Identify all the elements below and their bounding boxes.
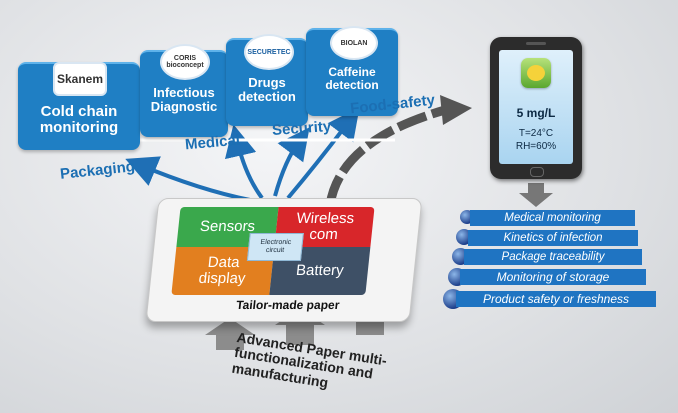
tile-label-line1: Cold chain <box>40 103 118 120</box>
tile-label-line2: Diagnostic <box>150 98 218 114</box>
tile-infectious: CORIS bioconcept Infectious Diagnostic <box>140 44 228 137</box>
tile-drugs: SECURETEC Drugs detection <box>226 34 308 126</box>
tile-caffeine: BIOLAN Caffeine detection <box>306 26 398 116</box>
skanem-logo: Skanem <box>53 62 107 96</box>
tile-label-line2: monitoring <box>39 118 119 136</box>
tile-label-line2: detection <box>238 88 296 104</box>
app-item-storage: Monitoring of storage <box>460 269 646 285</box>
humidity-value: RH=60% <box>515 141 557 152</box>
paper-label: Tailor-made paper <box>235 298 341 312</box>
reading-value: 5 mg/L <box>516 106 556 120</box>
app-item-traceability: Package traceability <box>464 249 642 265</box>
home-button <box>530 167 544 177</box>
smartphone: 5 mg/L T=24°C RH=60% <box>490 37 582 179</box>
app-item-kinetics: Kinetics of infection <box>468 230 638 246</box>
electronic-circuit-block: Electronic circuit <box>246 233 304 261</box>
phone-speaker <box>526 42 546 45</box>
tile-label-line2: detection <box>325 77 379 92</box>
phone-screen: 5 mg/L T=24°C RH=60% <box>499 50 573 164</box>
tile-label-line1: Infectious <box>153 85 215 100</box>
app-item-medical-monitoring: Medical monitoring <box>470 210 635 226</box>
app-icon <box>521 58 551 88</box>
tailor-made-paper-chip: Sensors Wireless com Data display Batter… <box>145 198 423 322</box>
securetec-logo: SECURETEC <box>244 34 294 70</box>
coris-logo: CORIS bioconcept <box>160 44 210 80</box>
tile-label-line1: Drugs <box>248 75 286 90</box>
temperature-value: T=24°C <box>518 128 554 139</box>
tile-label-line1: Caffeine <box>328 65 376 79</box>
tile-cold-chain: Skanem Cold chain monitoring <box>18 62 140 150</box>
biolan-logo: BIOLAN <box>330 26 378 60</box>
app-item-safety: Product safety or freshness <box>456 291 656 307</box>
